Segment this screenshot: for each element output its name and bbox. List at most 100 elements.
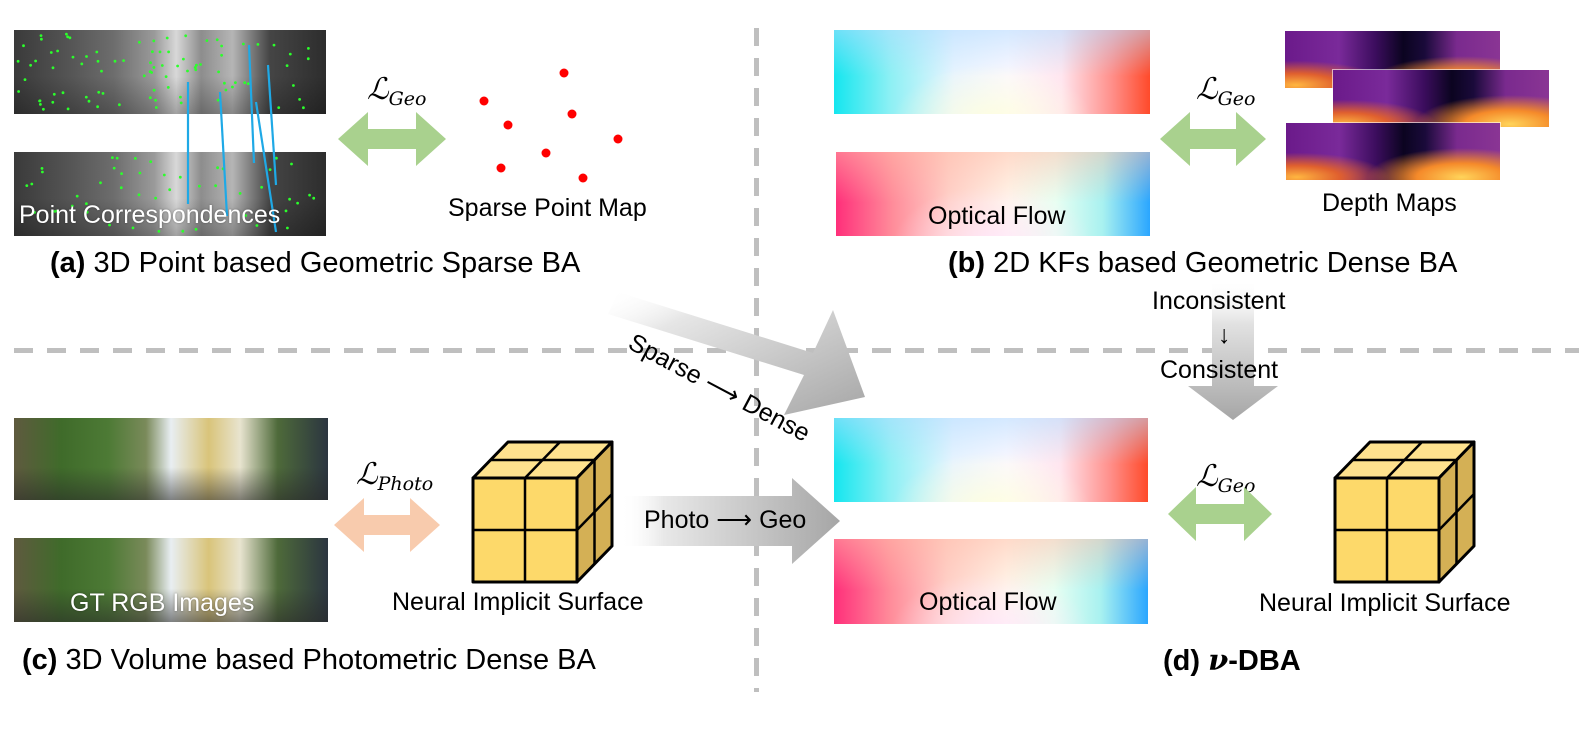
feature-point <box>39 103 42 106</box>
double-arrow-geo-d <box>1168 487 1272 541</box>
caption-b: (b) 2D KFs based Geometric Dense BA <box>948 247 1458 279</box>
sparse-point <box>496 163 506 173</box>
feature-point <box>84 95 88 99</box>
feature-point <box>152 39 156 43</box>
photo-to-geo-label: Photo ⟶ Geo <box>644 506 807 534</box>
inconsistent-label: Inconsistent <box>1152 287 1286 315</box>
feature-point <box>80 62 84 66</box>
feature-point <box>68 36 72 40</box>
feature-point <box>138 171 142 175</box>
feature-point <box>66 35 69 39</box>
sparse-to-dense-arrow <box>608 292 865 415</box>
feature-point <box>55 209 59 213</box>
photo-to-geo-arrow <box>620 478 840 564</box>
sparse-point <box>613 134 623 144</box>
feature-point <box>22 44 25 48</box>
depth-maps-label: Depth Maps <box>1322 189 1457 217</box>
optical-flow-top-b <box>834 30 1150 114</box>
neural-implicit-surface-cube-d <box>1333 440 1476 584</box>
feature-point <box>152 88 156 92</box>
feature-point <box>164 75 168 78</box>
feature-point <box>285 64 289 67</box>
feature-point <box>137 193 141 197</box>
feature-point <box>284 209 288 213</box>
sparse-point <box>578 173 588 183</box>
feature-point <box>179 101 183 105</box>
feature-point <box>194 227 198 231</box>
feature-point <box>195 63 198 67</box>
feature-point <box>199 63 202 66</box>
feature-point <box>96 105 99 109</box>
feature-point <box>33 211 36 214</box>
feature-point <box>49 51 53 54</box>
feature-point <box>23 78 27 81</box>
feature-point <box>85 210 89 214</box>
feature-point <box>70 204 74 208</box>
feature-point <box>168 188 172 192</box>
loss-geo-b: ℒGeo <box>1196 72 1256 110</box>
feature-point <box>205 39 209 42</box>
feature-point <box>96 59 100 63</box>
feature-point <box>87 99 91 103</box>
point-correspondences-label: Point Correspondences <box>19 201 281 229</box>
match-line <box>247 44 256 164</box>
feature-point <box>286 226 289 230</box>
feature-point <box>216 98 220 102</box>
feature-point <box>296 201 299 205</box>
feature-point <box>142 74 146 78</box>
down-arrow-glyph: ↓ <box>1218 321 1231 349</box>
feature-point <box>312 196 316 200</box>
sparse-point <box>567 109 577 119</box>
caption-d: (d) ν-DBA <box>1163 643 1301 677</box>
rgb-frame-bottom <box>14 538 328 622</box>
feature-point <box>215 38 219 42</box>
sparse-point <box>541 148 551 158</box>
feature-point <box>29 63 32 67</box>
feature-point <box>194 68 198 72</box>
feature-point <box>154 196 158 200</box>
feature-point <box>209 217 212 221</box>
feature-point <box>151 50 154 54</box>
sparse-point-map <box>479 68 623 183</box>
feature-point <box>120 172 123 176</box>
feature-point <box>246 82 250 85</box>
feature-point <box>148 70 152 74</box>
feature-point <box>242 42 245 46</box>
optical-flow-top-d <box>834 418 1148 502</box>
feature-point <box>138 40 141 44</box>
cube-grid-line <box>576 493 613 531</box>
feature-point <box>122 59 125 62</box>
cube-grid-line <box>1438 493 1475 531</box>
double-arrow-geo-a <box>338 112 446 166</box>
feature-point <box>217 70 221 74</box>
feature-point <box>134 157 137 160</box>
feature-point <box>51 66 55 70</box>
feature-point <box>30 182 34 186</box>
feature-point <box>231 85 234 89</box>
feature-point <box>71 55 75 59</box>
feature-point <box>99 181 102 185</box>
feature-point <box>184 34 188 38</box>
feature-point <box>308 193 311 197</box>
feature-point <box>118 103 121 107</box>
caption-c: (c) 3D Volume based Photometric Dense BA <box>22 644 596 676</box>
match-line <box>266 64 278 186</box>
feature-point <box>154 98 158 102</box>
feature-point <box>157 229 161 233</box>
feature-point <box>288 52 292 56</box>
feature-point <box>149 61 152 65</box>
feature-point <box>100 69 103 73</box>
feature-point <box>214 184 218 188</box>
feature-point <box>101 92 105 95</box>
feature-point <box>234 81 237 84</box>
feature-point <box>158 50 162 54</box>
feature-point <box>38 99 41 103</box>
feature-point <box>223 81 226 85</box>
feature-point <box>119 186 123 190</box>
feature-point <box>306 57 310 61</box>
feature-point <box>182 57 185 61</box>
neural-implicit-surface-label-d: Neural Implicit Surface <box>1259 589 1511 617</box>
feature-point <box>85 55 88 58</box>
loss-geo-a: ℒGeo <box>367 72 427 110</box>
feature-matches <box>16 32 316 233</box>
